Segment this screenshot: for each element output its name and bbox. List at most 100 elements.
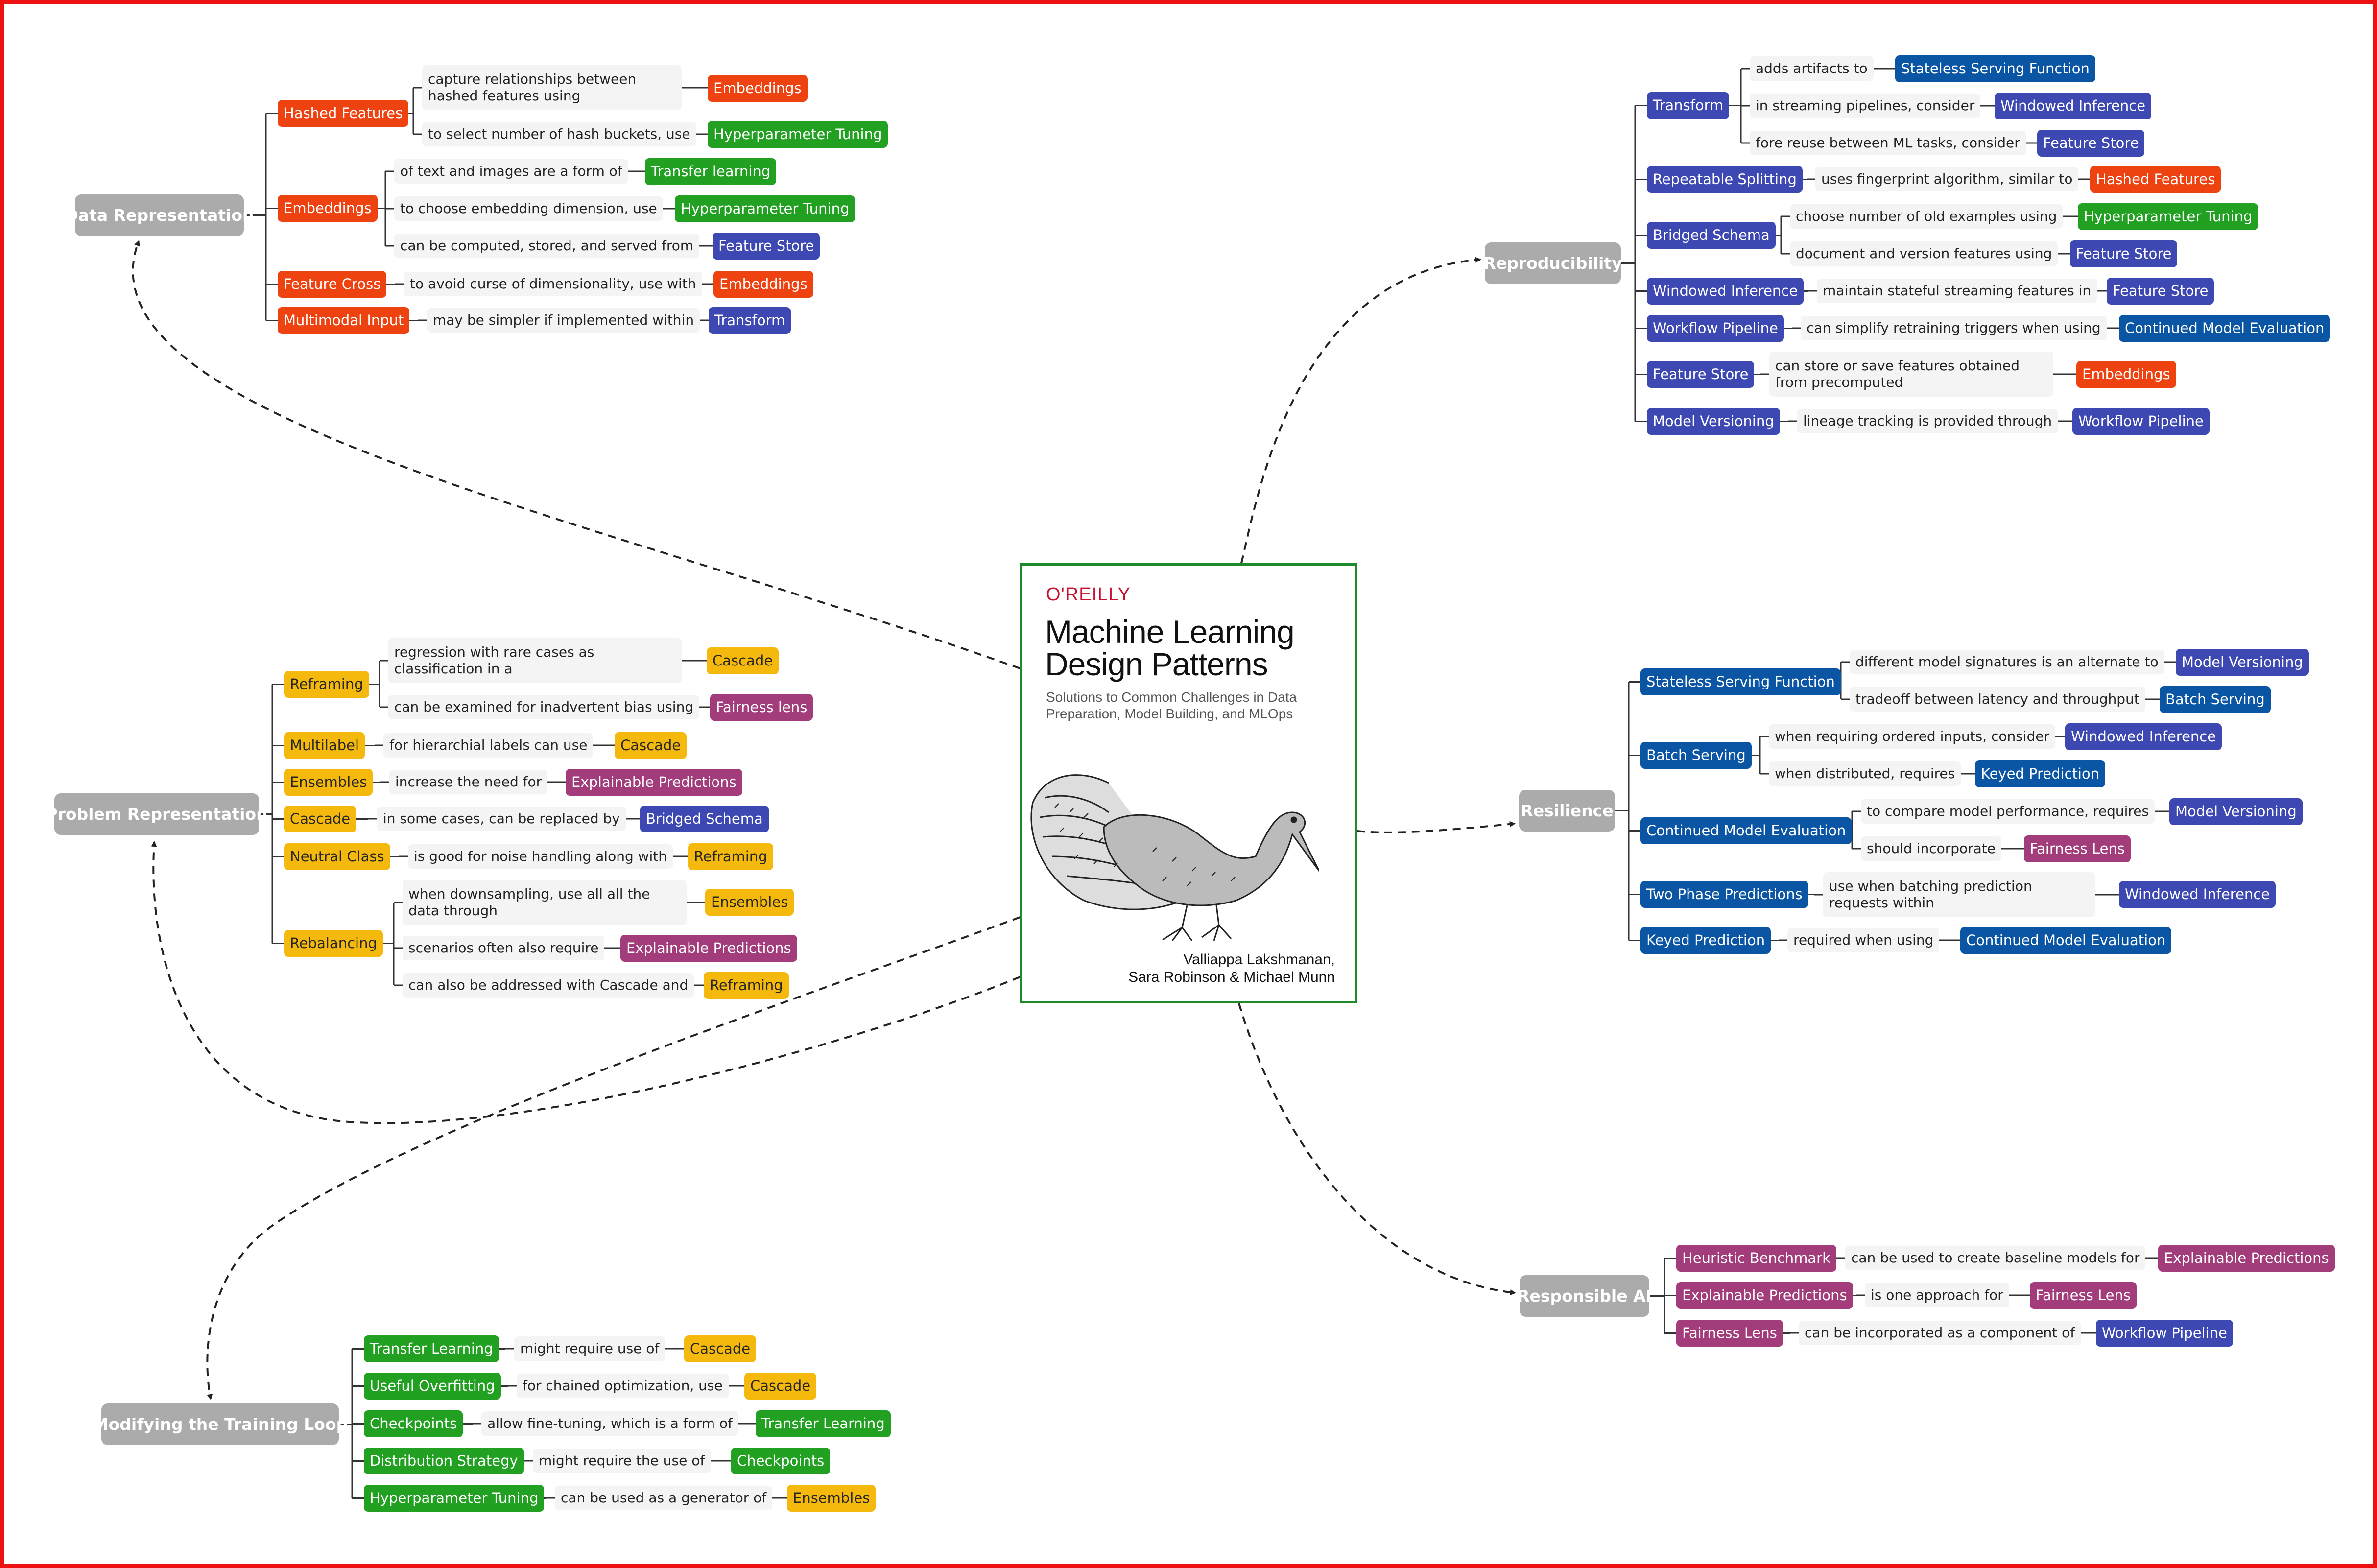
- target-cascade[interactable]: Cascade: [615, 732, 687, 759]
- relation-text: when requiring ordered inputs, consider: [1769, 724, 2056, 749]
- target-batch-serving[interactable]: Batch Serving: [2160, 686, 2271, 713]
- target-hashed-features[interactable]: Hashed Features: [2090, 166, 2221, 193]
- pattern-ensembles[interactable]: Ensembles: [284, 769, 373, 796]
- pattern-neutral-class[interactable]: Neutral Class: [284, 843, 390, 870]
- target-windowed-inference[interactable]: Windowed Inference: [2119, 881, 2276, 908]
- book-cover: O'REILLY Machine Learning Design Pattern…: [1020, 563, 1357, 1003]
- target-model-versioning[interactable]: Model Versioning: [2169, 798, 2303, 825]
- target-embeddings[interactable]: Embeddings: [708, 75, 808, 102]
- pattern-multimodal-input[interactable]: Multimodal Input: [278, 307, 410, 334]
- pattern-distribution-strategy[interactable]: Distribution Strategy: [364, 1448, 524, 1474]
- target-explainable-predictions[interactable]: Explainable Predictions: [2158, 1245, 2335, 1272]
- relation-text: for hierarchial labels can use: [383, 733, 594, 758]
- relation-text: allow fine-tuning, which is a form of: [481, 1411, 738, 1436]
- target-hyperparameter-tuning[interactable]: Hyperparameter Tuning: [2078, 203, 2258, 230]
- target-windowed-inference[interactable]: Windowed Inference: [2065, 723, 2222, 750]
- pattern-hyperparameter-tuning[interactable]: Hyperparameter Tuning: [364, 1485, 545, 1512]
- pattern-embeddings[interactable]: Embeddings: [278, 195, 378, 222]
- pattern-keyed-prediction[interactable]: Keyed Prediction: [1640, 927, 1771, 954]
- bird-illustration: [1030, 774, 1319, 941]
- relation-text: choose number of old examples using: [1790, 204, 2063, 229]
- target-fairness-lens[interactable]: Fairness lens: [710, 694, 813, 721]
- pattern-windowed-inference[interactable]: Windowed Inference: [1647, 278, 1804, 305]
- pattern-model-versioning[interactable]: Model Versioning: [1647, 408, 1780, 435]
- pattern-reframing[interactable]: Reframing: [284, 671, 369, 698]
- target-hyperparameter-tuning[interactable]: Hyperparameter Tuning: [708, 121, 888, 148]
- relation-text: when distributed, requires: [1769, 761, 1961, 786]
- pattern-two-phase-predictions[interactable]: Two Phase Predictions: [1640, 881, 1808, 908]
- target-continued-model-evaluation[interactable]: Continued Model Evaluation: [1960, 927, 2172, 954]
- target-fairness-lens[interactable]: Fairness Lens: [2024, 835, 2131, 862]
- target-checkpoints[interactable]: Checkpoints: [731, 1448, 831, 1474]
- target-reframing[interactable]: Reframing: [704, 972, 789, 999]
- pattern-feature-store[interactable]: Feature Store: [1647, 361, 1755, 388]
- pattern-batch-serving[interactable]: Batch Serving: [1640, 742, 1752, 769]
- target-feature-store[interactable]: Feature Store: [2070, 240, 2178, 267]
- relation-text: can also be addressed with Cascade and: [403, 973, 694, 998]
- target-keyed-prediction[interactable]: Keyed Prediction: [1975, 760, 2106, 787]
- target-explainable-predictions[interactable]: Explainable Predictions: [620, 935, 797, 962]
- relation-text: regression with rare cases as classifica…: [388, 638, 682, 683]
- pattern-stateless-serving-function[interactable]: Stateless Serving Function: [1640, 668, 1841, 695]
- pattern-feature-cross[interactable]: Feature Cross: [278, 271, 387, 298]
- relation-text: can be computed, stored, and served from: [394, 234, 700, 258]
- relation-text: can be used to create baseline models fo…: [1845, 1246, 2146, 1270]
- pattern-repeatable-splitting[interactable]: Repeatable Splitting: [1647, 166, 1803, 193]
- target-fairness-lens[interactable]: Fairness Lens: [2030, 1282, 2137, 1309]
- pattern-transfer-learning[interactable]: Transfer Learning: [364, 1335, 499, 1362]
- relation-text: can simplify retraining triggers when us…: [1801, 316, 2107, 340]
- target-feature-store[interactable]: Feature Store: [713, 233, 820, 260]
- target-ensembles[interactable]: Ensembles: [787, 1485, 876, 1512]
- target-reframing[interactable]: Reframing: [688, 843, 773, 870]
- author-line: Sara Robinson & Michael Munn: [1128, 969, 1335, 985]
- pattern-bridged-schema[interactable]: Bridged Schema: [1647, 222, 1776, 249]
- relation-text: can be examined for inadvertent bias usi…: [388, 695, 700, 719]
- pattern-continued-model-evaluation[interactable]: Continued Model Evaluation: [1640, 817, 1852, 844]
- pattern-transform[interactable]: Transform: [1647, 92, 1730, 119]
- target-continued-model-evaluation[interactable]: Continued Model Evaluation: [2119, 315, 2330, 342]
- pattern-workflow-pipeline[interactable]: Workflow Pipeline: [1647, 315, 1784, 342]
- target-workflow-pipeline[interactable]: Workflow Pipeline: [2072, 408, 2210, 435]
- target-embeddings[interactable]: Embeddings: [2076, 361, 2176, 388]
- relation-text: can store or save features obtained from…: [1769, 352, 2053, 397]
- pattern-cascade[interactable]: Cascade: [284, 806, 357, 832]
- category-reproducibility[interactable]: Reproducibility: [1483, 242, 1622, 284]
- relation-text: capture relationships between hashed fea…: [422, 65, 682, 110]
- pattern-checkpoints[interactable]: Checkpoints: [364, 1410, 463, 1437]
- pattern-heuristic-benchmark[interactable]: Heuristic Benchmark: [1676, 1245, 1836, 1272]
- target-ensembles[interactable]: Ensembles: [705, 889, 794, 916]
- target-embeddings[interactable]: Embeddings: [713, 271, 813, 298]
- target-feature-store[interactable]: Feature Store: [2037, 130, 2145, 157]
- category-resilience[interactable]: Resilience: [1519, 790, 1615, 832]
- arrow-to-responsible-ai: [1238, 1003, 1516, 1295]
- target-transfer-learning[interactable]: Transfer learning: [645, 158, 777, 185]
- target-explainable-predictions[interactable]: Explainable Predictions: [566, 769, 742, 796]
- target-bridged-schema[interactable]: Bridged Schema: [640, 806, 769, 832]
- pattern-explainable-predictions[interactable]: Explainable Predictions: [1676, 1282, 1853, 1309]
- pattern-hashed-features[interactable]: Hashed Features: [278, 100, 409, 127]
- category-data-representation[interactable]: Data Representation: [65, 194, 254, 236]
- target-workflow-pipeline[interactable]: Workflow Pipeline: [2096, 1320, 2233, 1347]
- relation-text: scenarios often also require: [403, 936, 605, 960]
- target-hyperparameter-tuning[interactable]: Hyperparameter Tuning: [675, 195, 856, 222]
- target-feature-store[interactable]: Feature Store: [2107, 278, 2214, 305]
- target-cascade[interactable]: Cascade: [707, 647, 779, 674]
- target-transform[interactable]: Transform: [709, 307, 791, 334]
- target-stateless-serving-function[interactable]: Stateless Serving Function: [1895, 55, 2095, 82]
- target-cascade[interactable]: Cascade: [744, 1373, 817, 1400]
- target-transfer-learning[interactable]: Transfer Learning: [756, 1410, 891, 1437]
- relation-text: is good for noise handling along with: [408, 844, 673, 869]
- relation-text: in streaming pipelines, consider: [1750, 94, 1981, 118]
- arrow-to-resilience: [1356, 821, 1516, 833]
- target-windowed-inference[interactable]: Windowed Inference: [1995, 93, 2152, 119]
- pattern-fairness-lens[interactable]: Fairness Lens: [1676, 1320, 1783, 1347]
- target-cascade[interactable]: Cascade: [684, 1335, 757, 1362]
- category-modifying-the-training-loop[interactable]: Modifying the Training Loop: [93, 1403, 348, 1445]
- pattern-multilabel[interactable]: Multilabel: [284, 732, 365, 759]
- arrow-to-reproducibility: [1240, 257, 1481, 564]
- category-responsible-ai[interactable]: Responsible AI: [1517, 1275, 1652, 1317]
- pattern-useful-overfitting[interactable]: Useful Overfitting: [364, 1373, 501, 1400]
- category-problem-representation[interactable]: Problem Representation: [46, 793, 268, 835]
- target-model-versioning[interactable]: Model Versioning: [2176, 649, 2309, 676]
- pattern-rebalancing[interactable]: Rebalancing: [284, 930, 383, 957]
